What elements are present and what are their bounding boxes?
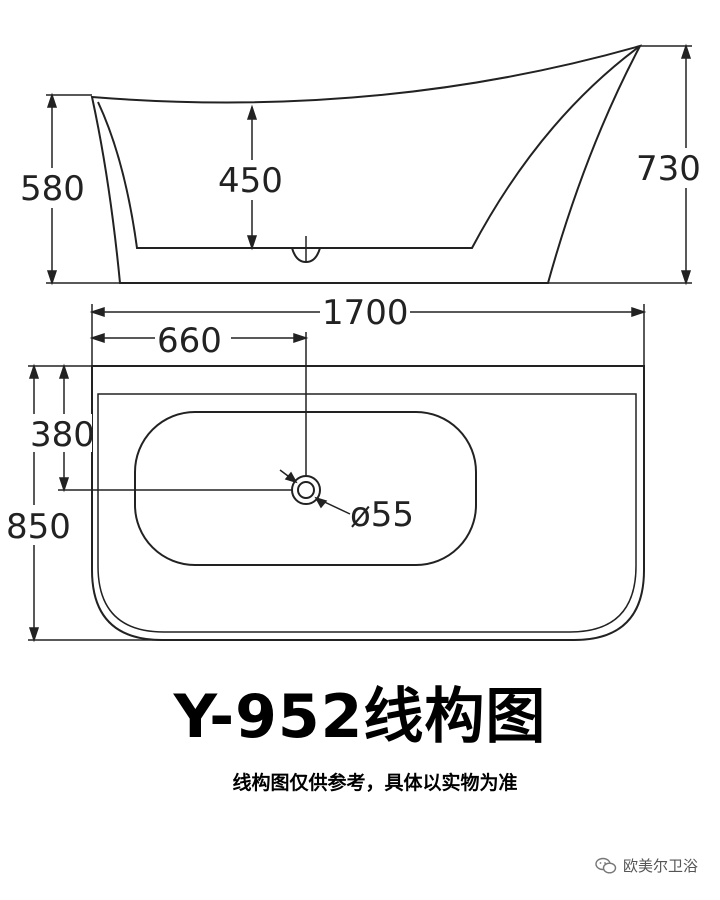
- tub-outer-shell: [90, 44, 642, 284]
- dim-inner-depth: 450: [218, 161, 283, 201]
- dim-width: 850: [6, 507, 71, 547]
- page-subtitle: 线构图仅供参考，具体以实物为准: [232, 772, 518, 794]
- page-title: Y-952线构图: [173, 682, 547, 752]
- plan-drain-outer: [291, 475, 321, 505]
- watermark-text: 欧美尔卫浴: [622, 857, 698, 875]
- dim-drain-diameter: ø55: [350, 495, 414, 535]
- bathtub-line-drawing: 580 450 730 1700 660 38: [6, 43, 701, 643]
- tub-inner-basin: [97, 45, 641, 249]
- dim-drain-offset-x: 660: [157, 321, 222, 361]
- dim-drain-offset-y: 380: [30, 415, 95, 455]
- watermark: 欧美尔卫浴: [595, 855, 698, 876]
- wechat-icon: [595, 857, 617, 874]
- plan-inner-rim: [97, 393, 637, 633]
- plan-drain-inner: [297, 481, 315, 499]
- side-elevation: [90, 44, 642, 284]
- side-dimension-lines: [46, 43, 692, 286]
- plan-dimension-lines: [28, 304, 647, 643]
- plan-outer-rim: [91, 365, 645, 641]
- dim-length: 1700: [322, 293, 409, 333]
- dim-side-height-right: 730: [636, 149, 701, 189]
- dim-side-height-left: 580: [20, 169, 85, 209]
